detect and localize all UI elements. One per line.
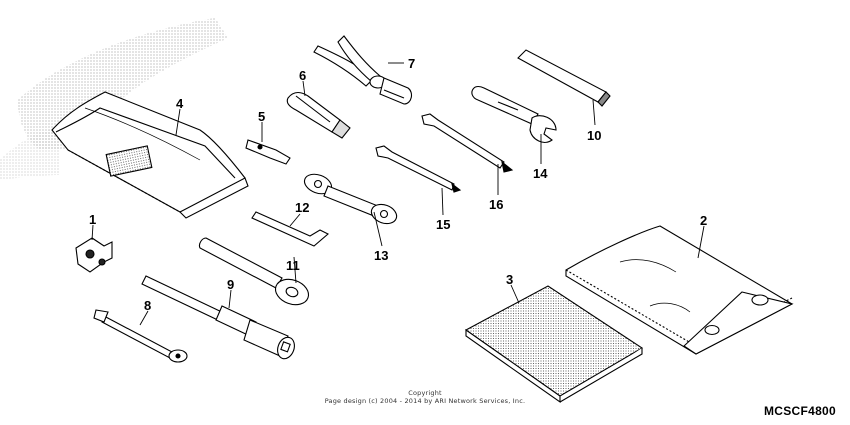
clip-illustration (75, 237, 113, 273)
socket-wrench-illustration (141, 275, 295, 360)
box-wrench-illustration (198, 237, 310, 306)
callout-11: 11 (286, 258, 300, 273)
callout-12: 12 (295, 200, 309, 215)
bag-illustration (565, 225, 794, 355)
callout-4: 4 (176, 96, 184, 111)
leader-lines (91, 62, 705, 326)
handle-illustration (517, 49, 611, 107)
screwdriver-handle-illustration (286, 91, 351, 139)
figure-code: MCSCF4800 (763, 404, 836, 418)
callout-3: 3 (506, 272, 513, 287)
screwdriver-15-illustration (375, 145, 462, 193)
callout-1: 1 (89, 212, 96, 227)
double-ended-wrench-illustration (303, 173, 398, 225)
pliers-illustration (313, 35, 413, 105)
callout-9: 9 (227, 277, 234, 292)
callout-16: 16 (489, 197, 503, 212)
screwdriver-16-illustration (421, 113, 514, 173)
callout-7: 7 (408, 56, 415, 71)
tool-bag-illustration (51, 91, 249, 219)
callout-8: 8 (144, 298, 151, 313)
callout-14: 14 (533, 166, 548, 181)
copyright-notice: Page design (c) 2004 - 2014 by ARI Netwo… (324, 397, 526, 405)
callout-5: 5 (258, 109, 265, 124)
hex-key-illustration (251, 211, 329, 247)
callout-10: 10 (587, 128, 601, 143)
callout-15: 15 (436, 217, 450, 232)
manual-illustration (464, 285, 644, 404)
callout-2: 2 (700, 213, 707, 228)
bolt-illustration (93, 309, 188, 363)
copyright-label: Copyright (408, 389, 442, 397)
open-end-wrench-illustration (471, 85, 557, 143)
callouts: 1 2 3 4 5 6 7 8 9 10 11 12 13 14 15 16 (89, 56, 707, 313)
callout-13: 13 (374, 248, 388, 263)
screwdriver-grip-illustration (245, 139, 291, 165)
callout-6: 6 (299, 68, 306, 83)
